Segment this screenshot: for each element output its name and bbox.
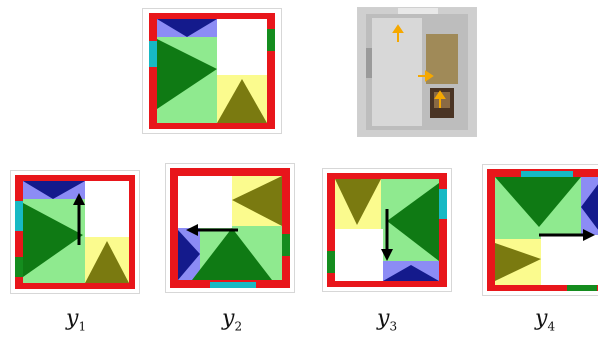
orange-arrow-icon <box>392 24 446 108</box>
reference-map-tile <box>142 8 282 134</box>
label-y2-subscript: 2 <box>234 319 243 334</box>
view-tile-4-graphic <box>487 169 598 291</box>
arrow-icon <box>381 209 393 261</box>
arrow-icon <box>539 229 595 241</box>
view-tile-1 <box>10 170 140 294</box>
dark-green-triangle <box>157 39 217 109</box>
label-y4-symbol: y <box>535 306 548 331</box>
olive-triangle <box>217 79 267 123</box>
corridor-photo <box>357 7 477 137</box>
view-tile-3 <box>322 168 452 292</box>
teal-wall-mark <box>149 41 157 67</box>
view-tile-2-graphic <box>170 168 290 288</box>
view-tile-2 <box>165 163 295 293</box>
label-y2: y2 <box>222 306 242 333</box>
view-tile-1-graphic <box>15 175 135 289</box>
view-tile-4 <box>482 164 598 296</box>
label-y2-symbol: y <box>222 306 235 331</box>
arrow-icon <box>186 224 238 236</box>
label-y1: y1 <box>66 306 86 333</box>
green-wall-mark <box>267 29 275 51</box>
corridor-photo-graphic <box>358 8 476 136</box>
label-y3: y3 <box>377 306 397 333</box>
dark-blue-triangle <box>157 19 217 37</box>
label-y1-subscript: 1 <box>78 319 87 334</box>
reference-map-graphic <box>149 13 275 129</box>
label-y3-symbol: y <box>377 306 390 331</box>
label-y4: y4 <box>535 306 555 333</box>
arrow-icon <box>73 193 85 245</box>
label-y1-symbol: y <box>66 306 79 331</box>
open-area <box>217 19 267 75</box>
label-y4-subscript: 4 <box>547 319 556 334</box>
view-tile-3-graphic <box>327 173 447 287</box>
label-y3-subscript: 3 <box>389 319 398 334</box>
